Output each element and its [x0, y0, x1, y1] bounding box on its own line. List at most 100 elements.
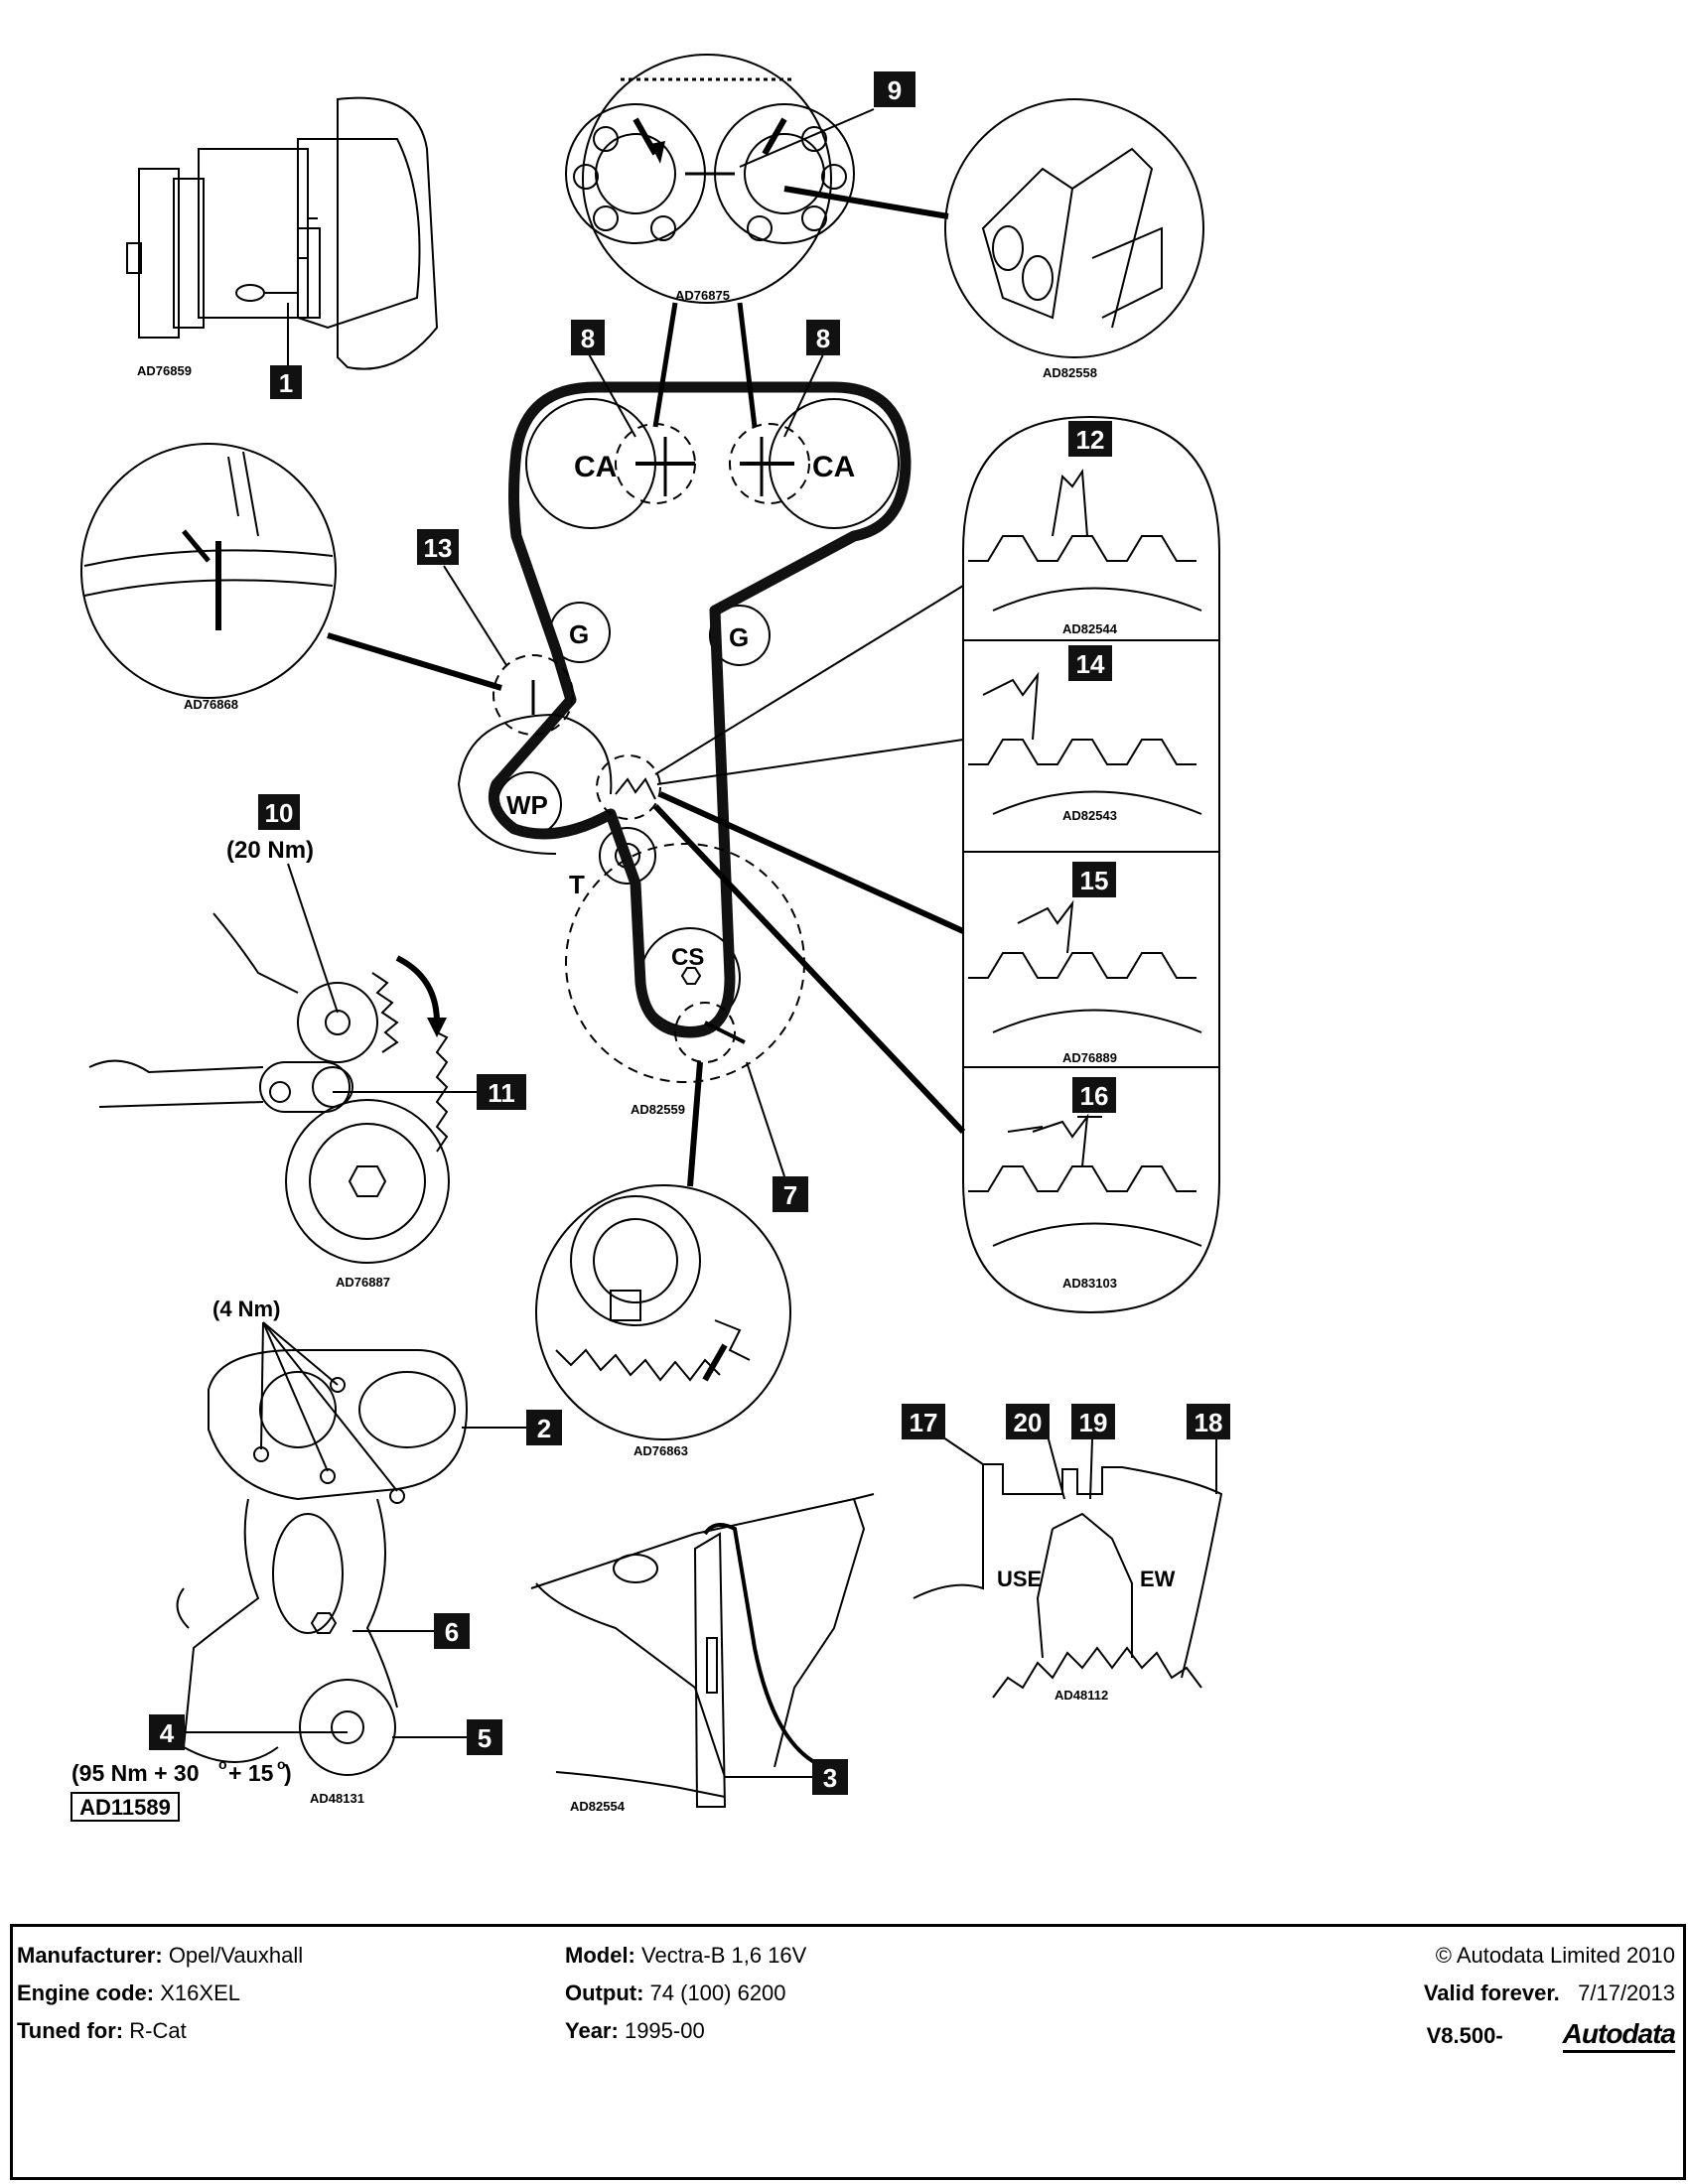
callout-13: 13	[417, 529, 507, 666]
model-row: Model: Vectra-B 1,6 16V	[565, 1943, 806, 1969]
svg-text:19: 19	[1079, 1408, 1108, 1437]
mark-new: EW	[1140, 1567, 1176, 1591]
ref-covers: AD48131	[310, 1791, 364, 1806]
timing-belt-diagram: AD76859 1 AD76875 9 AD82558	[70, 54, 1230, 1822]
ref-layout: AD82559	[631, 1102, 685, 1117]
svg-text:+ 15: + 15	[228, 1760, 274, 1786]
year-row: Year: 1995-00	[565, 2018, 705, 2044]
svg-text:8: 8	[816, 324, 830, 353]
ref-tensioner-adjust: AD76887	[336, 1275, 390, 1290]
engine-row: Engine code: X16XEL	[17, 1980, 240, 2006]
svg-text:2: 2	[537, 1414, 551, 1443]
svg-text:o: o	[218, 1756, 227, 1772]
callout-15: 15	[1072, 862, 1116, 897]
svg-text:AD11589: AD11589	[79, 1795, 171, 1820]
crank-sprocket-zoom	[535, 1184, 791, 1440]
callout-17: 17	[902, 1404, 984, 1465]
torque-cover: (4 Nm)	[212, 1297, 280, 1321]
pulley-g-right: G	[729, 622, 749, 652]
pulley-ca-left: CA	[574, 451, 617, 483]
pointer-panels	[962, 415, 1220, 1314]
ref-crank-sprocket: AD76863	[633, 1443, 688, 1458]
svg-text:3: 3	[823, 1763, 837, 1793]
ref-pointer-12: AD82544	[1062, 621, 1118, 636]
output-row: Output: 74 (100) 6200	[565, 1980, 786, 2006]
torque-tensioner: (20 Nm)	[226, 837, 314, 864]
tuned-label: Tuned for:	[17, 2018, 124, 2043]
ref-lock-tool: AD82558	[1043, 365, 1097, 380]
tensioner-illustration	[126, 96, 439, 372]
copyright: © Autodata Limited 2010	[1435, 1943, 1675, 1968]
callout-2: 2	[462, 1410, 562, 1445]
callout-20: 20	[1006, 1404, 1065, 1500]
svg-text:20: 20	[1014, 1408, 1043, 1437]
callout-19: 19	[1071, 1404, 1115, 1500]
engine-label: Engine code:	[17, 1980, 155, 2005]
svg-text:10: 10	[265, 798, 294, 828]
autodata-logo: Autodata	[1562, 2018, 1676, 2053]
version-label: V8.500-	[1426, 2023, 1503, 2048]
callout-18: 18	[1187, 1404, 1230, 1494]
belt-used-new	[913, 1463, 1223, 1699]
crank-pin-tool	[530, 1493, 875, 1808]
pulley-g-left: G	[569, 619, 589, 649]
ref-belt-used-new: AD48112	[1055, 1688, 1108, 1703]
version-row: V8.500- Autodata	[1426, 2018, 1676, 2053]
mark-zoom-left	[80, 443, 337, 699]
ref-mark-cam-left: AD76868	[184, 697, 238, 712]
callout-9: 9	[874, 71, 915, 107]
svg-text:(95 Nm + 30: (95 Nm + 30	[71, 1760, 200, 1786]
svg-text:8: 8	[581, 324, 595, 353]
tuned-row: Tuned for: R-Cat	[17, 2018, 187, 2044]
callout-8-right: 8	[783, 320, 840, 438]
ref-pointer-14: AD82543	[1062, 808, 1117, 823]
ref-crank-pin: AD82554	[570, 1799, 626, 1814]
cam-sprockets-zoom	[565, 54, 855, 304]
year-label: Year:	[565, 2018, 619, 2043]
pulley-cs: CS	[671, 944, 704, 971]
svg-text:9: 9	[888, 75, 902, 105]
tensioner-adjust	[88, 912, 450, 1264]
model-label: Model:	[565, 1943, 635, 1968]
callout-4: 4	[149, 1714, 348, 1750]
tuned-value: R-Cat	[129, 2018, 187, 2043]
svg-text:o: o	[277, 1756, 286, 1772]
pulley-wp: WP	[506, 790, 548, 820]
output-label: Output:	[565, 1980, 644, 2005]
callout-12: 12	[1068, 421, 1112, 457]
svg-text:6: 6	[445, 1617, 459, 1647]
svg-text:12: 12	[1076, 425, 1105, 455]
valid-date: 7/17/2013	[1578, 1980, 1675, 2005]
manufacturer-row: Manufacturer: Opel/Vauxhall	[17, 1943, 303, 1969]
valid-row: Valid forever. 7/17/2013	[1424, 1980, 1675, 2006]
svg-text:5: 5	[478, 1723, 492, 1753]
callout-1: 1	[270, 365, 302, 399]
svg-text:): )	[284, 1760, 292, 1786]
engine-value: X16XEL	[160, 1980, 240, 2005]
callout-7: 7	[746, 1061, 808, 1212]
main-ref-box: AD11589	[70, 1792, 180, 1822]
svg-text:17: 17	[910, 1408, 938, 1437]
svg-text:18: 18	[1195, 1408, 1223, 1437]
manufacturer-label: Manufacturer:	[17, 1943, 163, 1968]
pulley-ca-right: CA	[812, 451, 855, 483]
svg-text:4: 4	[160, 1718, 175, 1748]
cover-bolts	[176, 1349, 469, 1776]
svg-text:14: 14	[1076, 649, 1105, 679]
callout-14: 14	[1068, 645, 1112, 681]
svg-text:15: 15	[1080, 866, 1109, 895]
valid-label: Valid forever.	[1423, 1980, 1560, 2005]
belt-layout	[457, 381, 912, 1083]
svg-text:7: 7	[783, 1180, 797, 1210]
manufacturer-value: Opel/Vauxhall	[168, 1943, 304, 1968]
callout-5: 5	[392, 1719, 502, 1755]
callout-8-left: 8	[571, 320, 636, 438]
ref-pointer-15: AD76889	[1062, 1050, 1117, 1065]
ref-sprockets-top: AD76875	[675, 288, 730, 303]
pulley-t: T	[569, 870, 585, 899]
info-footer: Manufacturer: Opel/Vauxhall Engine code:…	[10, 1924, 1686, 2180]
torque-crank-bolt: (95 Nm + 30 o + 15 o )	[71, 1756, 292, 1786]
svg-text:13: 13	[424, 533, 453, 563]
year-value: 1995-00	[624, 2018, 705, 2043]
svg-text:1: 1	[279, 368, 293, 398]
